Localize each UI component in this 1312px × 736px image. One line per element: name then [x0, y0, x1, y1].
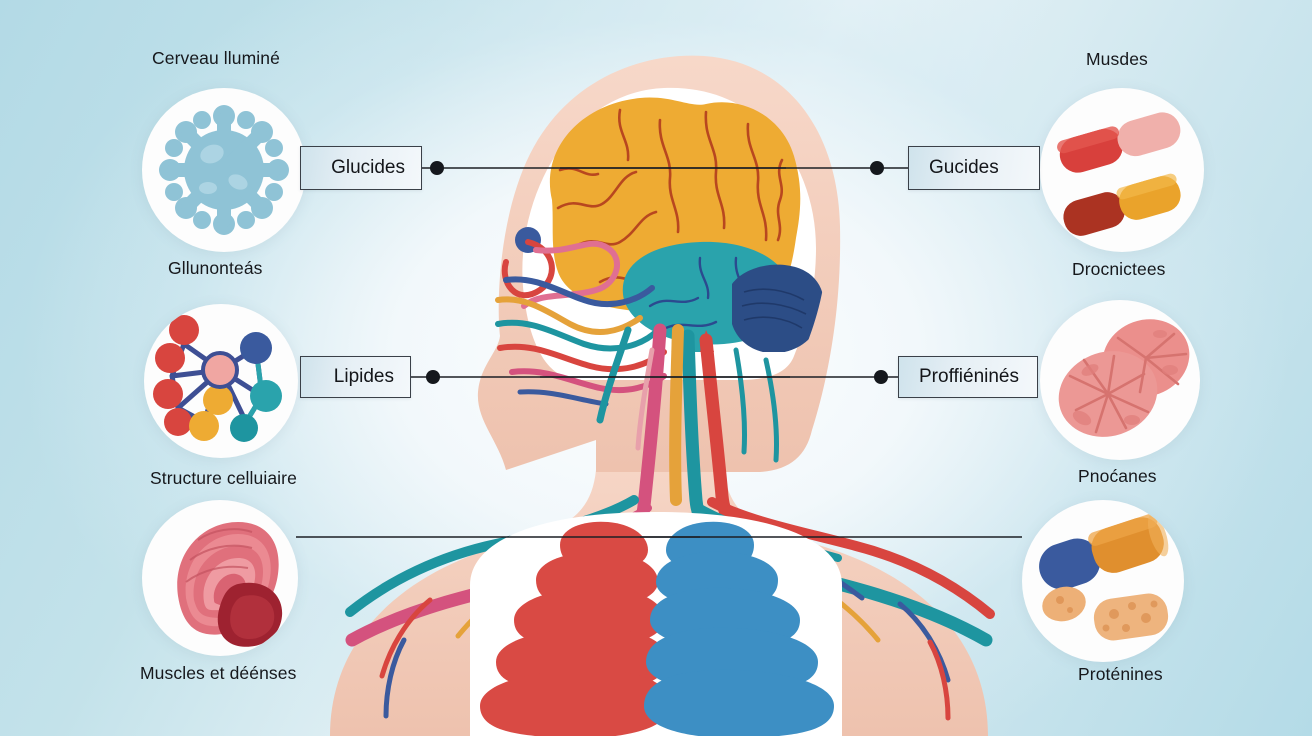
callout-brain-title: Cerveau lluminé [152, 48, 280, 68]
rib-cage-group [470, 512, 842, 736]
muscle-fiber-icon[interactable] [142, 500, 298, 656]
callout-cells-subtitle: Pnoćanes [1078, 466, 1157, 486]
connector-dots [426, 161, 888, 384]
lung-left [480, 521, 670, 736]
chip-gucides-label: Gucides [929, 157, 999, 178]
molecule-atoms [153, 315, 282, 442]
tablet-large [1093, 593, 1169, 641]
chip-lipides-label: Lipides [333, 366, 394, 387]
capsule-tablet-icon[interactable] [1022, 500, 1184, 662]
cell-discs [1058, 319, 1190, 437]
callout-pills-title: Musdes [1086, 49, 1148, 69]
callout-cell-subtitle: Structure celluiaire [150, 468, 297, 488]
chip-proteines[interactable]: Proffiéninés [898, 356, 1038, 398]
molecule-network-icon[interactable] [144, 304, 298, 458]
callout-pills-subtitle: Drocnictees [1072, 259, 1166, 279]
occipital-lobe [732, 264, 824, 353]
chip-glucides[interactable]: Glucides [300, 146, 422, 190]
capsule-pair-icon[interactable] [1040, 88, 1204, 252]
virus-spikes [159, 105, 289, 235]
callout-brain-subtitle: Gllunonteás [168, 258, 263, 278]
callout-muscle-subtitle: Muscles et déénses [140, 663, 297, 683]
digestive-vessel-loops [495, 227, 667, 407]
callout-capsule-tablets-subtitle: Proténines [1078, 664, 1163, 684]
chip-proteines-label: Proffiéninés [919, 366, 1019, 387]
virus-cluster-icon[interactable] [142, 88, 306, 252]
round-cells-icon[interactable] [1040, 300, 1200, 460]
capsule-brown-yellow [1063, 173, 1181, 236]
chip-gucides[interactable]: Gucides [908, 146, 1040, 190]
chip-glucides-label: Glucides [331, 157, 405, 178]
capsule-red-pink [1057, 112, 1181, 173]
chip-lipides[interactable]: Lipides [300, 356, 411, 398]
tablet-small [1042, 586, 1086, 622]
muscle-bundle [177, 522, 283, 647]
lung-right [644, 521, 834, 736]
capsule-blue-orange [1039, 513, 1169, 590]
